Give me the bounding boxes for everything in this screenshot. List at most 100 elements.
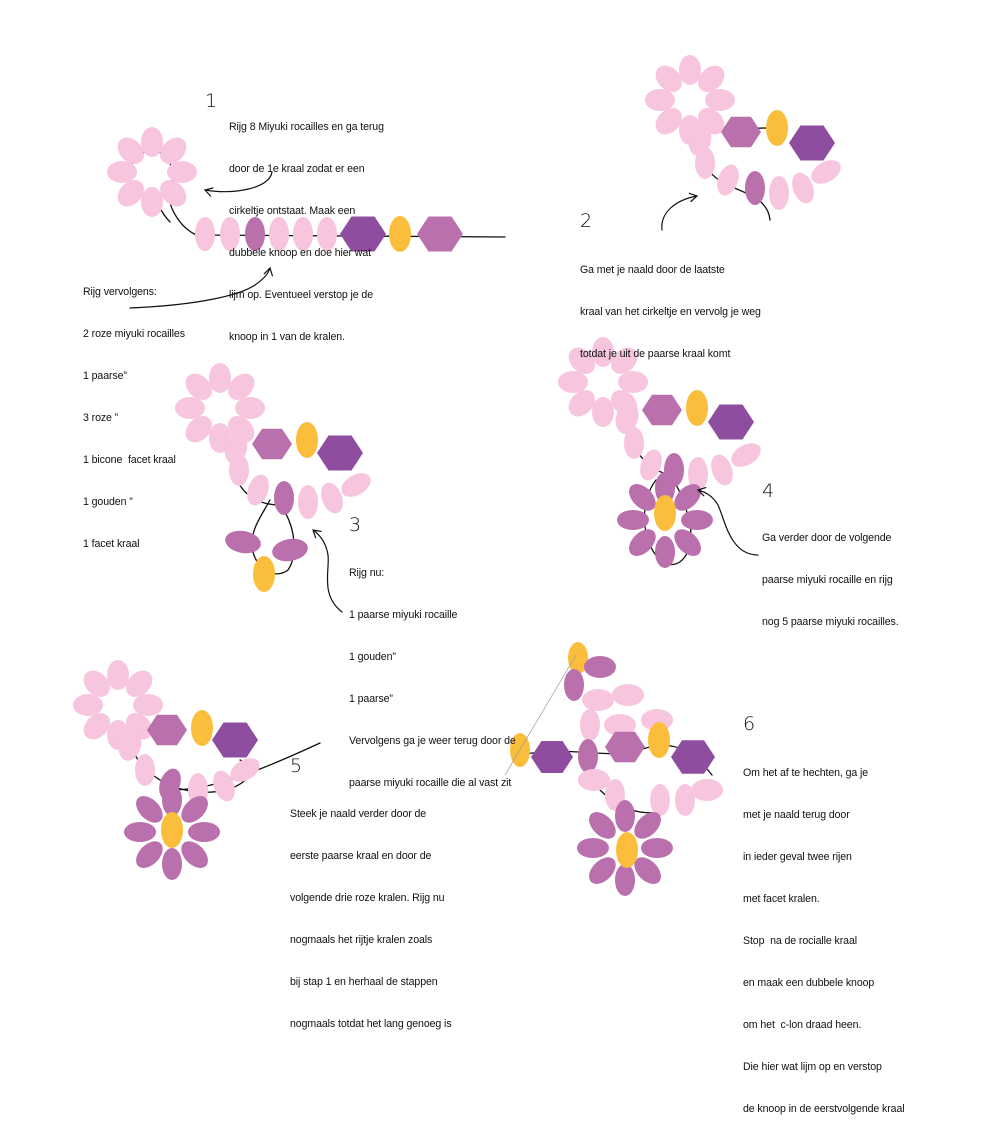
rocaille-bead [141, 127, 163, 157]
step-4-line: nog 5 paarse miyuki rocailles. [762, 616, 899, 628]
step-1-line: dubbele knoop en doe hier wat [229, 247, 371, 259]
step-6-line: met facet kralen. [743, 893, 820, 905]
rocaille-bead [578, 769, 610, 791]
step-5-line: nogmaals het rijtje kralen zoals [290, 934, 433, 946]
rocaille-bead [161, 812, 183, 848]
rocaille-bead [711, 454, 733, 486]
bead-list-text: Rijg vervolgens: 2 roze miyuki rocailles… [83, 257, 185, 565]
rocaille-bead [83, 713, 110, 740]
rocaille-bead [225, 530, 261, 554]
rocaille-bead [73, 694, 103, 716]
rocaille-bead [645, 89, 675, 111]
rocaille-bead [624, 427, 644, 459]
facet-bead [340, 216, 386, 252]
rocaille-bead [698, 65, 725, 92]
rocaille-bead [117, 180, 144, 207]
rocaille-bead [580, 709, 600, 741]
facet-bead [317, 435, 363, 471]
step-3-line: Vervolgens ga je weer terug door de [349, 735, 516, 747]
arrow [661, 195, 698, 231]
step-2-line: Ga met je naald door de laatste [580, 264, 725, 276]
rocaille-bead [674, 484, 701, 511]
rocaille-bead [181, 841, 208, 868]
facet-bead [531, 741, 573, 773]
rocaille-bead [655, 536, 675, 568]
step-5-text: Steek je naald verder door de eerste paa… [290, 779, 452, 1045]
step-5-line: Steek je naald verder door de [290, 808, 427, 820]
rocaille-bead [731, 443, 761, 467]
rocaille-bead [650, 784, 670, 816]
step-6-line: de knoop in de eerstvolgende kraal [743, 1103, 905, 1115]
rocaille-bead [107, 161, 137, 183]
rocaille-bead [629, 484, 656, 511]
step-1-line: lijm op. Eventueel verstop je de [229, 289, 374, 301]
rocaille-bead [618, 371, 648, 393]
rocaille-bead [695, 147, 715, 179]
facet-bead [417, 216, 463, 252]
step-3-line: 1 gouden” [349, 651, 396, 663]
bead-list-line: 1 gouden ” [83, 496, 133, 508]
rocaille-bead [269, 217, 289, 251]
rocaille-bead [577, 838, 609, 858]
rocaille-bead [679, 55, 701, 85]
rocaille-bead [615, 402, 639, 434]
arrow [204, 171, 273, 193]
rocaille-bead [612, 684, 644, 706]
rocaille-bead [604, 714, 636, 736]
rocaille-bead [745, 171, 765, 205]
rocaille-bead [654, 495, 676, 531]
rocaille-bead [592, 397, 614, 427]
rocaille-bead [615, 864, 635, 896]
rocaille-bead [117, 137, 144, 164]
step-3-text: Rijg nu: 1 paarse miyuki rocaille 1 goud… [349, 538, 516, 804]
step-6-line: en maak een dubbele knoop [743, 977, 875, 989]
arrow-head [263, 266, 273, 277]
rocaille-bead [568, 390, 595, 417]
rocaille-bead [321, 482, 343, 514]
step-6-number: 6 [743, 713, 756, 735]
facet-bead [147, 714, 187, 746]
rocaille-bead [616, 832, 638, 868]
step-3-number: 3 [349, 514, 362, 536]
rocaille-bead [634, 812, 661, 839]
rocaille-bead [185, 373, 212, 400]
arrow [129, 267, 271, 309]
arrows [129, 171, 759, 776]
rocaille-bead [648, 722, 670, 758]
rocaille-bead [675, 784, 695, 816]
rocaille-bead [220, 217, 240, 251]
rocaille-bead [655, 65, 682, 92]
rocaille-bead [582, 689, 614, 711]
rocaille-bead [274, 481, 294, 515]
rocaille-bead [175, 397, 205, 419]
rocaille-bead [317, 217, 337, 251]
beads [73, 55, 841, 896]
step-4-number: 4 [762, 480, 775, 502]
rocaille-bead [578, 739, 598, 773]
step-3-line: 1 paarse miyuki rocaille [349, 609, 458, 621]
step-6-line: om het c-lon draad heen. [743, 1019, 862, 1031]
rocaille-bead [136, 841, 163, 868]
step-4-line: Ga verder door de volgende [762, 532, 892, 544]
step-1-number: 1 [205, 90, 218, 112]
step-3-line: 1 paarse” [349, 693, 393, 705]
rocaille-bead [213, 770, 235, 802]
rocaille-bead [245, 217, 265, 251]
rocaille-bead [135, 754, 155, 786]
rocaille-bead [655, 108, 682, 135]
rocaille-bead [160, 180, 187, 207]
rocaille-bead [133, 694, 163, 716]
rocaille-bead [792, 172, 814, 204]
rocaille-bead [230, 758, 260, 782]
bead-list-line: Rijg vervolgens: [83, 286, 157, 298]
step-5-line: bij stap 1 en herhaal de stappen [290, 976, 438, 988]
rocaille-bead [615, 800, 635, 832]
rocaille-bead [185, 416, 212, 443]
rocaille-bead [389, 216, 411, 252]
rocaille-bead [766, 110, 788, 146]
step-6-line: in ieder geval twee rijen [743, 851, 852, 863]
rocaille-bead [118, 729, 142, 761]
rocaille-bead [195, 217, 215, 251]
rocaille-bead [641, 838, 673, 858]
rocaille-bead [589, 812, 616, 839]
